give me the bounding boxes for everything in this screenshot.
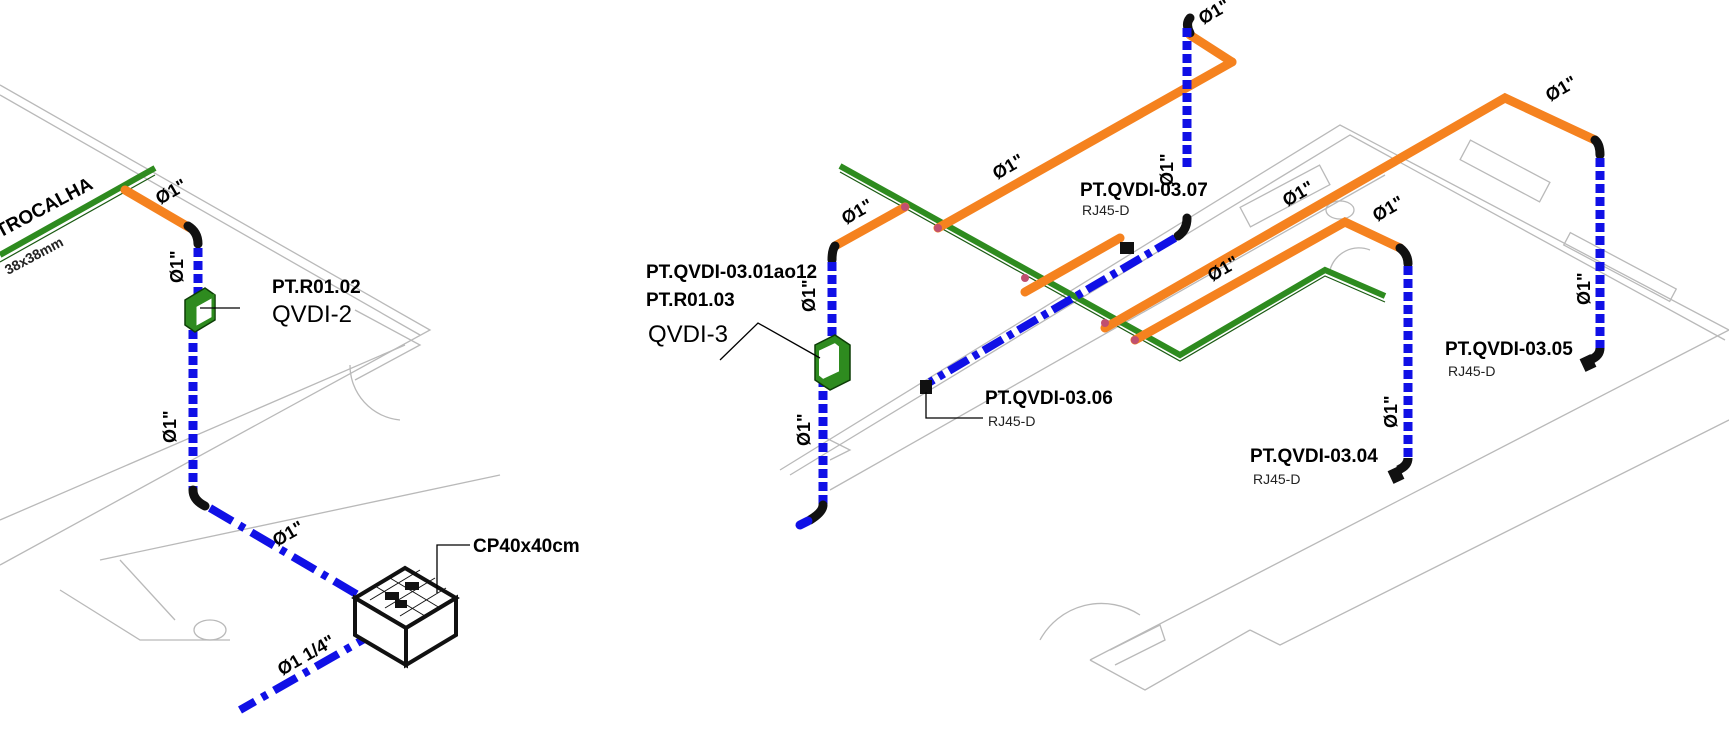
outlet-03-06: [920, 380, 932, 394]
bend-elbow: [183, 221, 203, 249]
qvdi-2-label: QVDI-2: [272, 301, 352, 328]
pt-r01-02-label: PT.R01.02: [272, 277, 361, 298]
pt-qvdi-03-05-label: PT.QVDI-03.05: [1445, 339, 1573, 360]
cp-box: [351, 565, 460, 669]
pt-qvdi-03-07-label: PT.QVDI-03.07: [1080, 180, 1208, 201]
dim-label: Ø1": [1369, 192, 1407, 226]
floor-plan-outline: [0, 84, 1729, 691]
cable-tray-right: [838, 163, 1387, 359]
dim-label: Ø1": [167, 250, 187, 283]
cp-box-label: CP40x40cm: [473, 536, 580, 557]
outlet-03-07: [1120, 242, 1134, 254]
qvdi-2-box: [184, 287, 216, 333]
leader-lines: [200, 307, 983, 593]
rj45-04-label: RJ45-D: [1253, 471, 1300, 487]
dim-label: Ø1": [794, 413, 814, 446]
dim-label: Ø1": [1542, 72, 1580, 106]
rj45-05-label: RJ45-D: [1448, 363, 1495, 379]
qvdi-3-label: QVDI-3: [648, 321, 728, 348]
qvdi-3-box: [814, 334, 851, 391]
right-conduit-system: [795, 13, 1605, 530]
pt-qvdi-03-06-label: PT.QVDI-03.06: [985, 388, 1113, 409]
dim-label: Ø1": [269, 517, 307, 551]
dim-label: Ø1": [1195, 0, 1233, 28]
diameter-labels: Ø1" Ø1" Ø1" Ø1" Ø1 1/4" Ø1" Ø1" Ø1" Ø1" …: [152, 0, 1594, 679]
pt-qvdi-03-01-label: PT.QVDI-03.01ao12: [646, 262, 817, 283]
left-conduit-system: [0, 165, 460, 714]
rj45-07-label: RJ45-D: [1082, 202, 1129, 218]
dim-label: Ø1": [1574, 272, 1594, 305]
dim-label: Ø1": [1381, 395, 1401, 428]
dim-label: Ø1": [160, 410, 180, 443]
pt-qvdi-03-04-label: PT.QVDI-03.04: [1250, 446, 1378, 467]
pt-r01-03-label: PT.R01.03: [646, 290, 735, 311]
rj45-06-label: RJ45-D: [988, 413, 1035, 429]
orange-conduit-top: [830, 202, 910, 251]
dim-label: Ø1": [152, 175, 190, 209]
dim-label: Ø1": [1157, 153, 1177, 186]
dim-label: Ø1": [799, 279, 819, 312]
orange-conduit: [120, 185, 195, 233]
cable-tray: [0, 165, 157, 258]
